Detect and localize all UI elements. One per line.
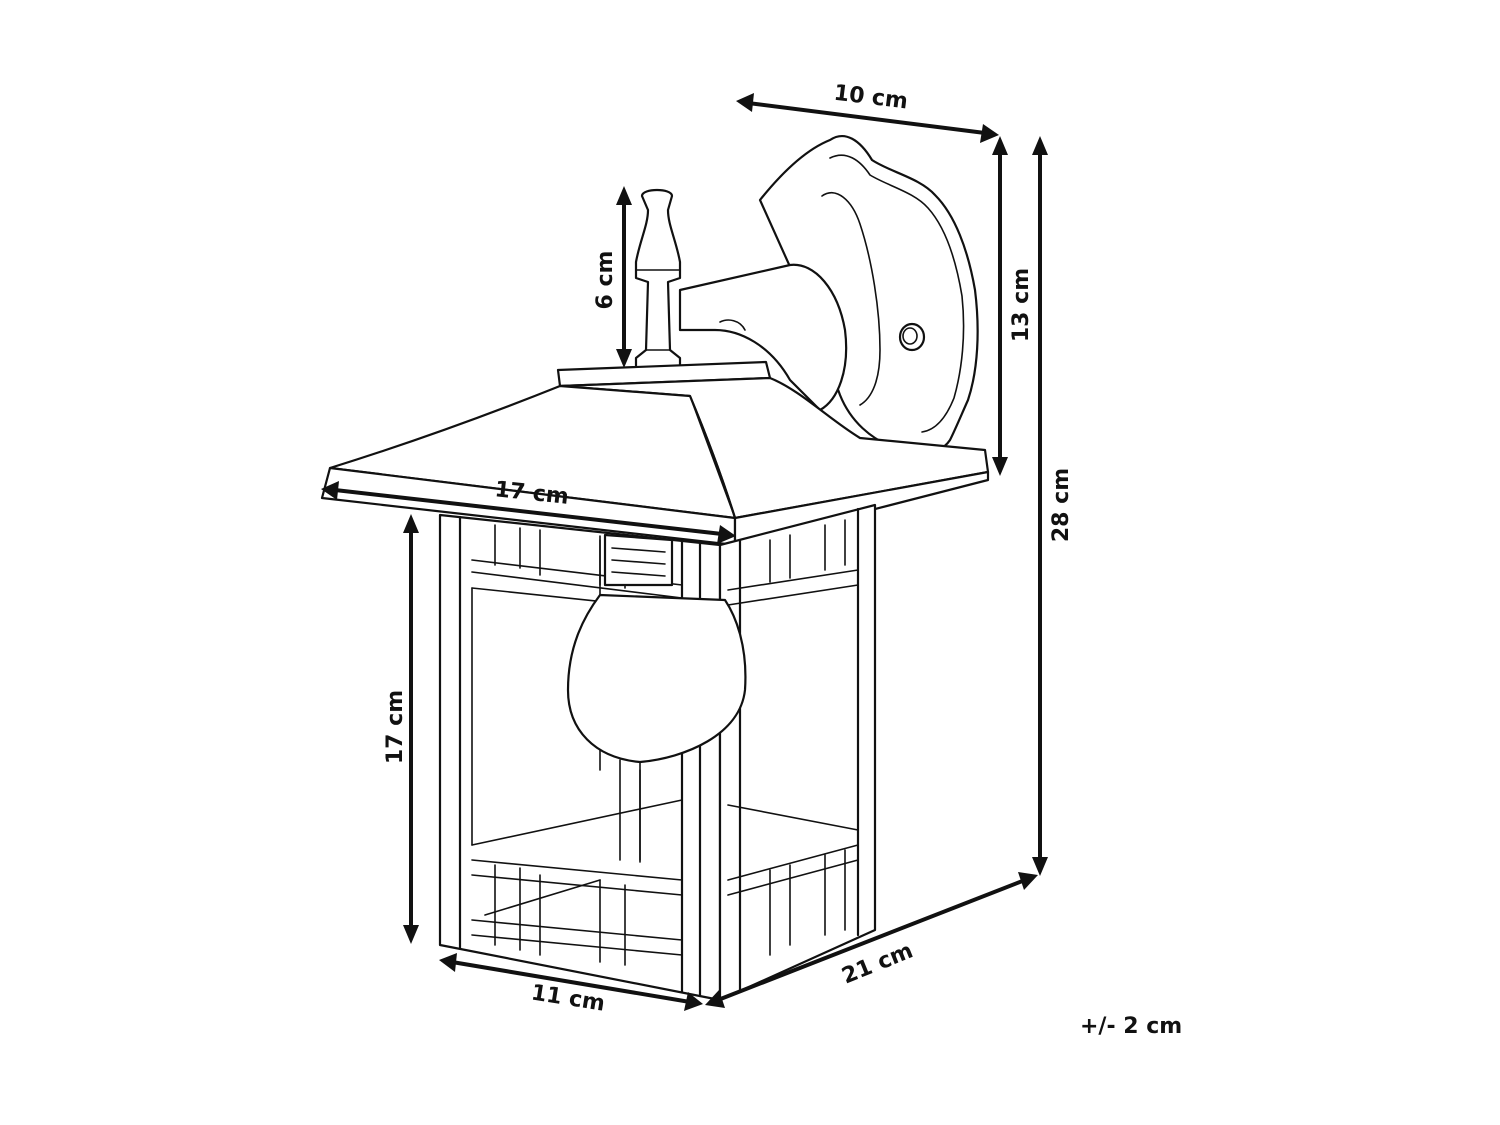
tolerance-note: +/- 2 cm xyxy=(1080,1014,1183,1039)
label-backplate-height: 13 cm xyxy=(1009,268,1034,342)
bulb xyxy=(566,533,747,863)
dim-line-total-depth xyxy=(717,878,1026,1002)
label-bracket-depth: 10 cm xyxy=(832,81,909,115)
dimension-lines xyxy=(321,93,1048,1011)
bracket-arm xyxy=(678,263,848,412)
finial xyxy=(634,188,682,370)
dim-line-base-width xyxy=(451,960,691,1004)
wall-backplate xyxy=(758,134,979,455)
label-total-height: 28 cm xyxy=(1049,468,1074,542)
label-total-depth: 21 cm xyxy=(838,938,916,989)
label-body-height: 17 cm xyxy=(383,690,408,764)
dim-line-bracket-depth xyxy=(747,101,986,135)
dim-line-roof-width xyxy=(334,488,723,536)
label-finial-height: 6 cm xyxy=(593,251,618,310)
